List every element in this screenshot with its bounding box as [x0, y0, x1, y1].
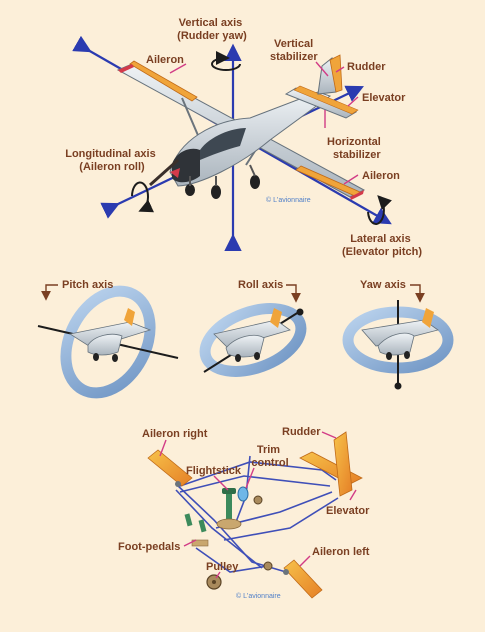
- cockpit-window: [200, 128, 246, 160]
- nose-wheel: [185, 184, 195, 196]
- control-cables: [175, 455, 339, 573]
- main-wheel-right: [250, 175, 260, 189]
- elevator-surface: [293, 85, 359, 115]
- aileron-right-control-label: Aileron right: [142, 428, 208, 440]
- elevator-label: Elevator: [362, 92, 406, 104]
- foot-pedals-label: Foot-pedals: [118, 541, 180, 553]
- elevator-leader: [349, 489, 357, 501]
- aileron-right-control-surface: [147, 449, 193, 487]
- roll-rotation-arrow: [131, 181, 155, 213]
- copyright-top: © L'avionnaire: [266, 196, 311, 204]
- pedal-bar: [191, 539, 209, 547]
- wing-tip-left: [118, 64, 134, 73]
- aileron-right-leader: [343, 174, 359, 185]
- rudder-leader: [321, 431, 337, 439]
- foot-pedals-leader: [183, 539, 197, 547]
- vertical-axis-label: Vertical axis (Rudder yaw): [177, 17, 247, 42]
- trim-control-wheel: [237, 486, 249, 502]
- trim-control-label: Trim control: [251, 444, 288, 469]
- main-aircraft-diagram: Vertical axis (Rudder yaw) Aileron Verti…: [65, 17, 422, 258]
- rudder-control-surface: [333, 431, 353, 497]
- aileron-left-leader: [299, 555, 311, 567]
- elevator-leader: [347, 96, 359, 107]
- roll-ring: [199, 303, 307, 377]
- rudder-surface: [329, 54, 343, 93]
- roll-axis-label: Roll axis: [238, 279, 283, 291]
- aileron-top-leader: [169, 63, 187, 74]
- pitch-rotation-arrow: [367, 195, 392, 226]
- flightstick-grip: [222, 488, 236, 494]
- pulley-leader: [215, 571, 221, 579]
- yaw-ring-group: Yaw axis: [342, 279, 454, 390]
- rudder-control-label: Rudder: [282, 426, 321, 438]
- flightstick-base: [216, 518, 242, 530]
- lateral-axis-label: Lateral axis (Elevator pitch): [342, 233, 422, 258]
- yaw-rotation-arrow: [211, 51, 241, 71]
- propeller: [149, 158, 179, 187]
- aileron-right-leader: [159, 439, 167, 457]
- roll-ring-group: Roll axis: [199, 279, 307, 377]
- aileron-left-control-label: Aileron left: [312, 546, 370, 558]
- horizontal-stabilizer-label: Horizontal stabilizer: [327, 136, 384, 161]
- copyright-bottom: © L'avionnaire: [236, 592, 281, 600]
- longitudinal-axis-label: Longitudinal axis (Aileron roll): [65, 148, 159, 173]
- flightstick-leader: [213, 475, 229, 491]
- flightstick-label: Flightstick: [186, 465, 242, 477]
- pitch-ring: [60, 285, 156, 399]
- spinner: [170, 168, 180, 178]
- wing-strut-left: [181, 97, 201, 141]
- aileron-top-label: Aileron: [146, 54, 184, 66]
- main-wheel-left: [211, 185, 221, 199]
- yaw-axis-label: Yaw axis: [360, 279, 406, 291]
- vertical-stabilizer-leader: [315, 61, 329, 77]
- axis-rings-diagram: Pitch axis Roll axis Yaw axis: [37, 279, 454, 399]
- flightstick-shaft: [226, 492, 232, 522]
- aileron-left-control-surface: [283, 559, 323, 599]
- pulley-label: Pulley: [206, 561, 239, 573]
- rudder-label: Rudder: [347, 61, 386, 73]
- aileron-left-surface: [129, 60, 198, 102]
- rudder-leader: [335, 66, 345, 73]
- trim-control-leader: [245, 467, 255, 489]
- horizontal-stabilizer: [284, 87, 358, 119]
- pitch-axis-label: Pitch axis: [62, 279, 113, 291]
- pitch-ring-group: Pitch axis: [37, 279, 179, 399]
- vertical-stabilizer-label: Vertical stabilizer: [270, 38, 318, 63]
- aileron-right-label: Aileron: [362, 170, 400, 182]
- fuselage: [169, 91, 332, 187]
- foot-pedal-left: [184, 513, 193, 527]
- wing-tip-right: [350, 190, 364, 200]
- elevator-control-label: Elevator: [326, 505, 370, 517]
- control-linkage-diagram: Aileron right Flightstick Trim control R…: [118, 426, 370, 600]
- engine-cowling: [172, 148, 200, 183]
- foot-pedal-right: [198, 519, 207, 533]
